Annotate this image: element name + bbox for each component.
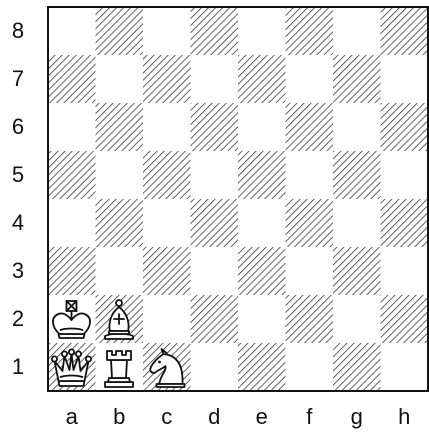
square-c3[interactable] [143, 247, 191, 295]
rank-label-3: 3 [0, 260, 36, 282]
square-f1[interactable] [286, 343, 334, 391]
rank-label-4: 4 [0, 212, 36, 234]
rank-label-2: 2 [0, 308, 36, 330]
square-b5[interactable] [96, 151, 144, 199]
file-label-f: f [286, 406, 333, 428]
square-g5[interactable] [333, 151, 381, 199]
square-b8[interactable] [96, 7, 144, 55]
rank-label-7: 7 [0, 68, 36, 90]
rank-label-8: 8 [0, 20, 36, 42]
square-h7[interactable] [381, 55, 429, 103]
square-b3[interactable] [96, 247, 144, 295]
square-b7[interactable] [96, 55, 144, 103]
square-a3[interactable] [48, 247, 96, 295]
square-d4[interactable] [191, 199, 239, 247]
square-f2[interactable] [286, 295, 334, 343]
square-f3[interactable] [286, 247, 334, 295]
file-label-b: b [96, 406, 143, 428]
file-label-c: c [143, 406, 190, 428]
square-h1[interactable] [381, 343, 429, 391]
square-h3[interactable] [381, 247, 429, 295]
square-g1[interactable] [333, 343, 381, 391]
square-d8[interactable] [191, 7, 239, 55]
chess-board [47, 6, 429, 392]
square-e3[interactable] [238, 247, 286, 295]
square-f4[interactable] [286, 199, 334, 247]
square-d7[interactable] [191, 55, 239, 103]
square-d6[interactable] [191, 103, 239, 151]
square-g8[interactable] [333, 7, 381, 55]
square-d5[interactable] [191, 151, 239, 199]
square-f6[interactable] [286, 103, 334, 151]
square-a8[interactable] [48, 7, 96, 55]
square-h8[interactable] [381, 7, 429, 55]
file-label-g: g [333, 406, 380, 428]
square-c5[interactable] [143, 151, 191, 199]
square-g4[interactable] [333, 199, 381, 247]
square-g7[interactable] [333, 55, 381, 103]
square-c7[interactable] [143, 55, 191, 103]
file-label-d: d [191, 406, 238, 428]
rank-label-5: 5 [0, 164, 36, 186]
file-label-h: h [381, 406, 428, 428]
square-f5[interactable] [286, 151, 334, 199]
squares-layer [48, 7, 428, 391]
square-a7[interactable] [48, 55, 96, 103]
square-d1[interactable] [191, 343, 239, 391]
square-h5[interactable] [381, 151, 429, 199]
square-e7[interactable] [238, 55, 286, 103]
square-h6[interactable] [381, 103, 429, 151]
square-e5[interactable] [238, 151, 286, 199]
square-f8[interactable] [286, 7, 334, 55]
square-c6[interactable] [143, 103, 191, 151]
chess-board-svg [47, 6, 429, 392]
square-b6[interactable] [96, 103, 144, 151]
square-d2[interactable] [191, 295, 239, 343]
square-h4[interactable] [381, 199, 429, 247]
square-a5[interactable] [48, 151, 96, 199]
square-e6[interactable] [238, 103, 286, 151]
rank-label-1: 1 [0, 356, 36, 378]
square-c8[interactable] [143, 7, 191, 55]
square-g6[interactable] [333, 103, 381, 151]
square-e4[interactable] [238, 199, 286, 247]
square-g2[interactable] [333, 295, 381, 343]
square-b4[interactable] [96, 199, 144, 247]
rank-label-6: 6 [0, 116, 36, 138]
file-label-a: a [48, 406, 95, 428]
square-e1[interactable] [238, 343, 286, 391]
square-c2[interactable] [143, 295, 191, 343]
square-e2[interactable] [238, 295, 286, 343]
square-d3[interactable] [191, 247, 239, 295]
square-f7[interactable] [286, 55, 334, 103]
file-label-e: e [238, 406, 285, 428]
square-g3[interactable] [333, 247, 381, 295]
square-h2[interactable] [381, 295, 429, 343]
square-c4[interactable] [143, 199, 191, 247]
square-e8[interactable] [238, 7, 286, 55]
square-a6[interactable] [48, 103, 96, 151]
square-a4[interactable] [48, 199, 96, 247]
